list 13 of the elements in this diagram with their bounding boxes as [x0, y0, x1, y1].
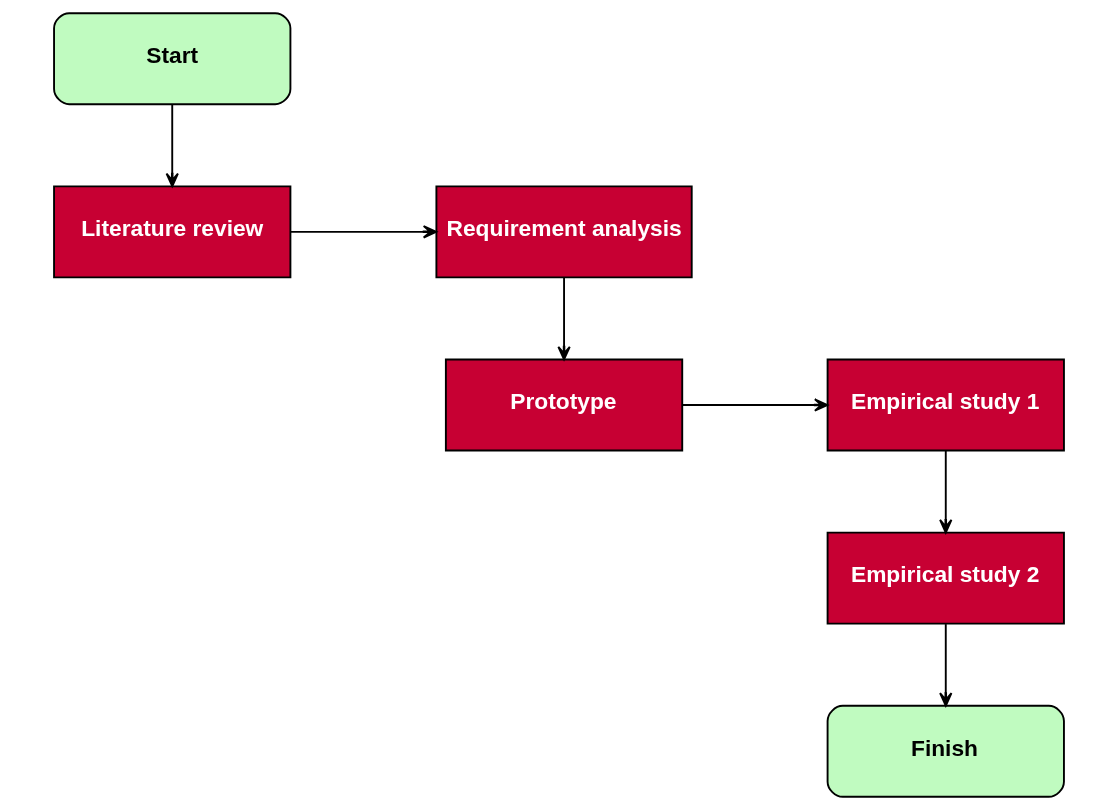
- arrow: [165, 103, 179, 188]
- node-box: Finish: [826, 704, 1065, 798]
- node-box: Start: [53, 12, 292, 106]
- node-box: Requirement analysis: [435, 185, 693, 279]
- arrow: [557, 276, 571, 361]
- arrow: [939, 450, 953, 534]
- arrow: [939, 623, 953, 707]
- node-box: Literature review: [53, 185, 292, 279]
- node-box: Prototype: [444, 358, 684, 452]
- node-box: Empirical study 2: [826, 531, 1065, 625]
- arrow: [289, 225, 438, 239]
- arrow: [681, 398, 829, 412]
- node-box: Empirical study 1: [826, 358, 1065, 452]
